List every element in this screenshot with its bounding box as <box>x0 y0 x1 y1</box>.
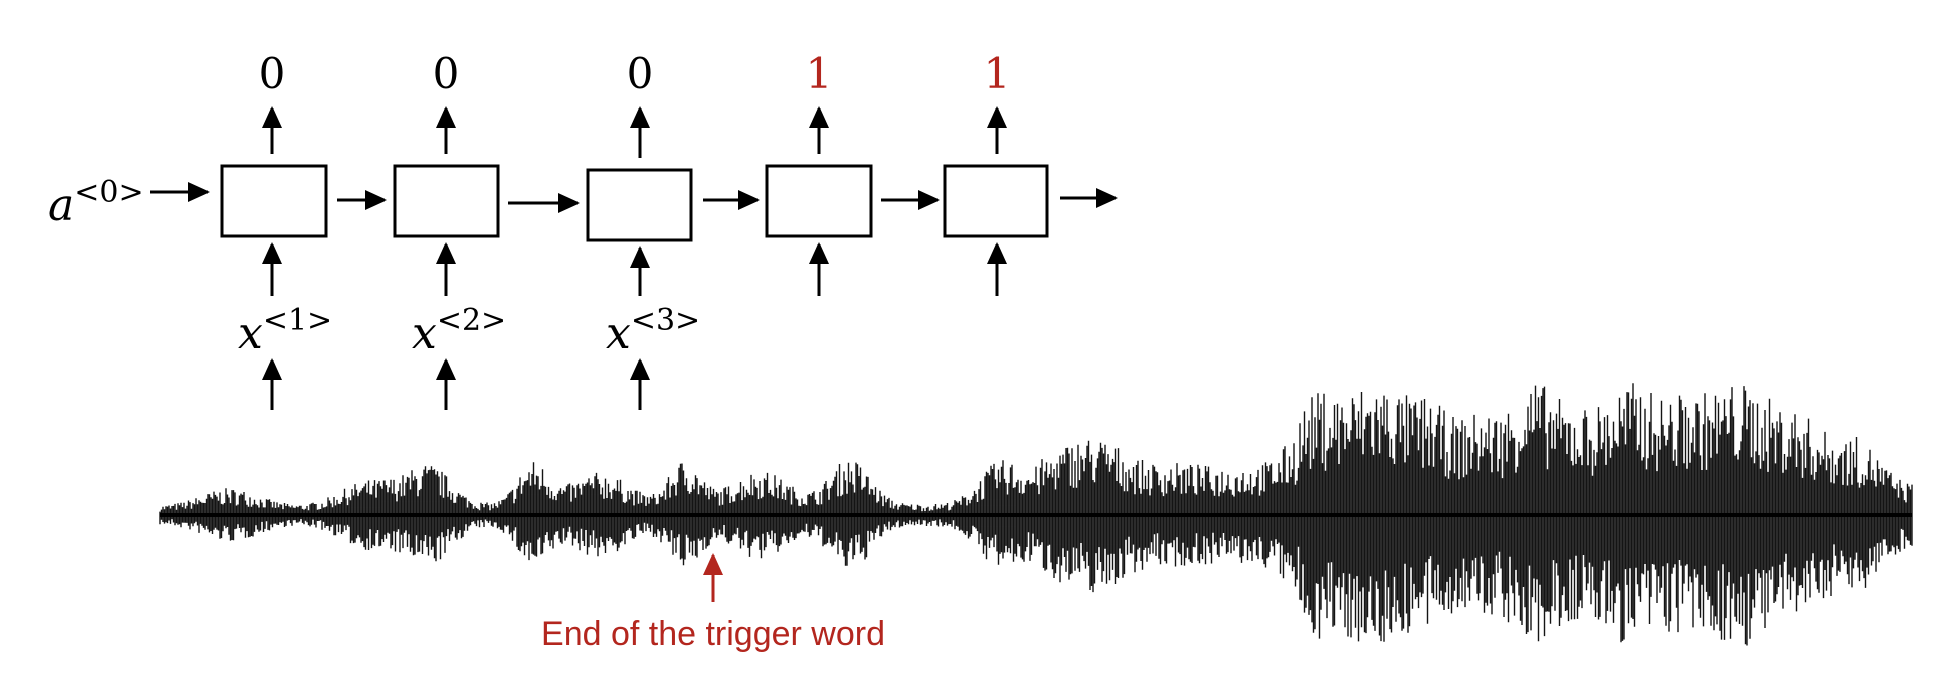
rnn-cell-5: 1 <box>943 49 1049 296</box>
rnn-cell-box <box>586 168 693 242</box>
rnn-cell-1: 0 x<1> <box>220 49 332 410</box>
input-label: x<2> <box>412 303 506 359</box>
rnn-cell-box <box>393 164 500 238</box>
rnn-cell-2: 0 x<2> <box>393 49 506 410</box>
output-label: 0 <box>433 49 460 98</box>
rnn-cell-4: 1 <box>765 49 873 296</box>
trigger-end-caption: End of the trigger word <box>541 615 885 653</box>
output-label: 0 <box>259 49 286 98</box>
rnn-cell-3: 0 x<3> <box>586 49 700 410</box>
rnn-cell-box <box>943 164 1049 238</box>
rnn-cell-box <box>220 164 328 238</box>
initial-state-label: a<0> <box>48 175 144 231</box>
audio-waveform <box>159 383 1913 646</box>
output-label: 1 <box>806 49 833 98</box>
input-label: x<3> <box>606 303 700 359</box>
input-label: x<1> <box>238 303 332 359</box>
output-label: 1 <box>984 49 1011 98</box>
rnn-cells: 0 x<1> 0 x<2> 0 x<3> 1 1 <box>220 49 1118 410</box>
output-label: 0 <box>627 49 654 98</box>
rnn-cell-box <box>765 164 873 238</box>
